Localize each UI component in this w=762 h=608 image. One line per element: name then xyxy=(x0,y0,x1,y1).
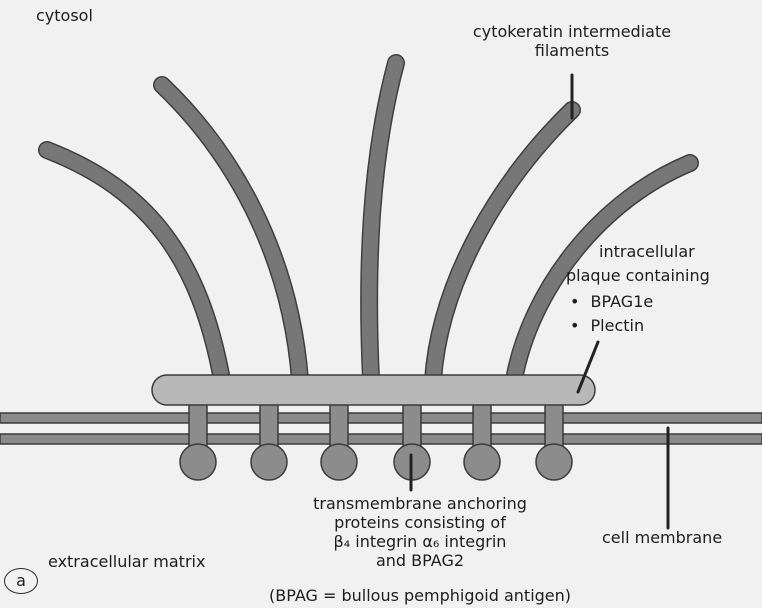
filament xyxy=(361,55,404,388)
transmembrane-line3: β₄ integrin α₆ integrin xyxy=(333,532,507,551)
plaque-pointer xyxy=(576,340,600,394)
filaments-label: cytokeratin intermediate filaments xyxy=(428,22,716,60)
bullet: • xyxy=(570,316,580,335)
plaque-label: intracellular xyxy=(599,242,695,261)
filament xyxy=(506,155,698,388)
anchoring-protein xyxy=(463,399,501,481)
plaque-label-line2: plaque containing xyxy=(566,266,710,285)
plaque-item-plectin: • Plectin xyxy=(570,316,644,335)
cell-membrane-label: cell membrane xyxy=(602,528,723,547)
transmembrane-line2: proteins consisting of xyxy=(334,513,506,532)
membrane-inner-band xyxy=(0,433,762,445)
intracellular-plaque xyxy=(151,374,596,406)
panel-label: a xyxy=(4,568,38,594)
plaque-item-bpag1e: • BPAG1e xyxy=(570,292,653,311)
anchoring-protein xyxy=(250,399,288,481)
plaque-item-text: BPAG1e xyxy=(590,292,654,311)
transmembrane-label: transmembrane anchoring proteins consist… xyxy=(270,494,570,570)
pointer-lines xyxy=(409,73,670,530)
extracellular-matrix-label: extracellular matrix xyxy=(48,552,206,571)
filament xyxy=(154,77,308,388)
cytosol-label: cytosol xyxy=(36,6,93,25)
anchoring-protein xyxy=(535,399,573,481)
anchoring-proteins xyxy=(179,399,573,481)
footnote: (BPAG = bullous pemphigoid antigen) xyxy=(268,586,572,605)
cytokeratin-filaments xyxy=(39,55,698,388)
filaments-label-line1: cytokeratin intermediate xyxy=(472,22,672,41)
bullet: • xyxy=(570,292,580,311)
transmembrane-line1: transmembrane anchoring xyxy=(313,494,527,513)
transmembrane-line4: and BPAG2 xyxy=(375,551,465,570)
membrane-outer-band xyxy=(0,412,762,424)
filaments-label-line2: filaments xyxy=(534,41,610,60)
filament xyxy=(425,102,580,388)
filament xyxy=(39,142,230,388)
plaque-label-line1: intracellular xyxy=(599,242,695,261)
plaque-item-text: Plectin xyxy=(590,316,645,335)
